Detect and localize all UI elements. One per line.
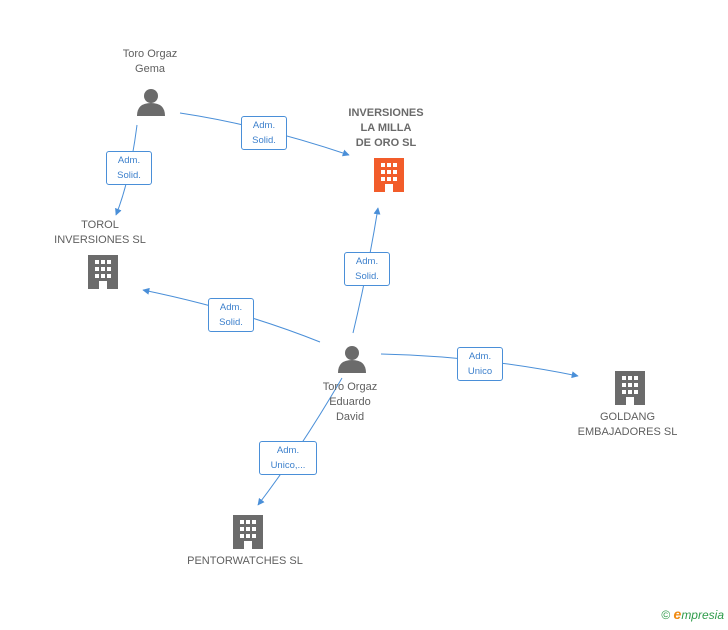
edge-label-eduardo-to-torol: Adm. Solid. [208,298,254,332]
building-icon[interactable] [88,255,118,289]
person-icon[interactable] [137,89,165,116]
brand-e: e [673,606,682,622]
node-label-torol-inversiones[interactable]: TOROL INVERSIONES SL [54,219,146,246]
brand-name: mpresia [681,608,724,622]
node-label-goldang[interactable]: GOLDANG EMBAJADORES SL [577,411,678,438]
building-icon[interactable] [233,515,263,549]
building-icon[interactable] [615,371,645,405]
node-label-toro-orgaz-eduardo[interactable]: Toro Orgaz Eduardo David [322,381,378,423]
edge-label-gema-to-milla: Adm. Solid. [241,116,287,150]
edge-label-gema-to-torol: Adm. Solid. [106,151,152,185]
node-label-pentorwatches[interactable]: PENTORWATCHES SL [187,555,303,567]
edge-label-eduardo-to-milla: Adm. Solid. [344,252,390,286]
edge-label-eduardo-to-pentor: Adm. Unico,... [259,441,317,475]
brand-logo: © empresia [661,606,724,622]
node-label-toro-orgaz-gema[interactable]: Toro Orgaz Gema [122,48,178,75]
person-icon[interactable] [338,346,366,373]
node-label-inversiones-la-milla[interactable]: INVERSIONES LA MILLA DE ORO SL [348,107,424,149]
copyright-symbol: © [661,608,671,622]
edge-label-eduardo-to-goldang: Adm. Unico [457,347,503,381]
building-icon[interactable] [374,158,404,192]
